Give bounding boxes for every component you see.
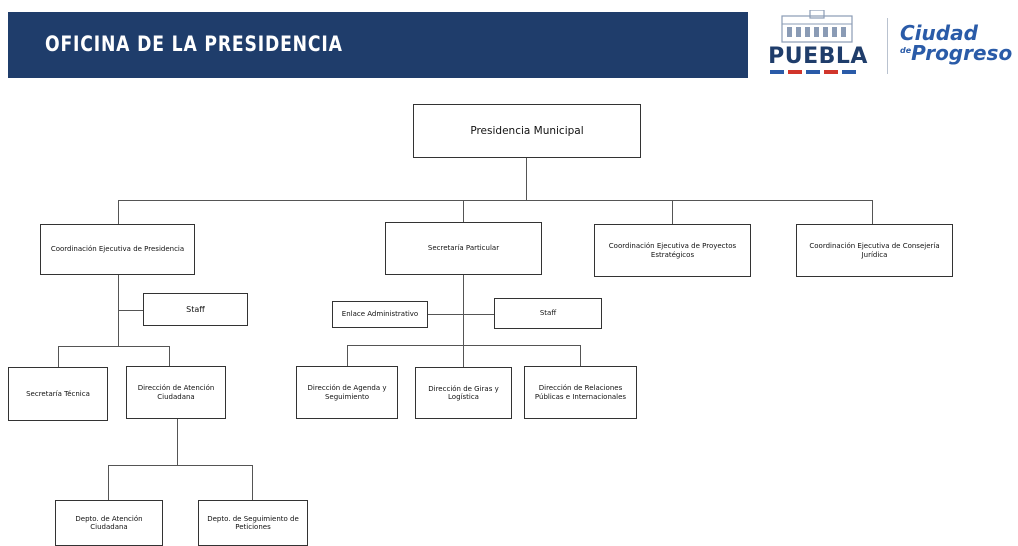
connector <box>252 465 253 500</box>
node-label: Staff <box>539 309 557 318</box>
node-label: Depto. de Seguimiento de Peticiones <box>207 514 299 531</box>
city-hall-icon <box>770 10 856 74</box>
connector <box>428 314 494 315</box>
connector <box>347 345 581 346</box>
slogan-line-2: deProgreso <box>900 41 1013 65</box>
node-label: Dirección de Relaciones Públicas e Inter… <box>534 384 627 401</box>
slogan: Ciudad deProgreso <box>900 21 1013 65</box>
slogan-line-1: Ciudad <box>900 21 978 45</box>
connector <box>108 465 109 500</box>
node-relaciones-publicas: Dirección de Relaciones Públicas e Inter… <box>524 366 637 419</box>
node-enlace-administrativo: Enlace Administrativo <box>332 301 428 328</box>
node-staff-coordinacion: Staff <box>143 293 248 326</box>
connector <box>108 465 253 466</box>
node-label: Dirección de Atención Ciudadana <box>137 384 215 401</box>
connector <box>118 310 143 311</box>
node-staff-secretaria: Staff <box>494 298 602 329</box>
node-presidencia-municipal: Presidencia Municipal <box>413 104 641 158</box>
puebla-logo: PUEBLA <box>762 10 872 80</box>
connector <box>118 200 119 224</box>
connector <box>463 200 464 222</box>
node-label: Depto. de Atención Ciudadana <box>75 514 143 531</box>
connector <box>872 200 873 224</box>
node-giras-logistica: Dirección de Giras y Logística <box>415 367 512 419</box>
node-label: Dirección de Agenda y Seguimiento <box>307 384 387 401</box>
node-label: Coordinación Ejecutiva de Presidencia <box>50 245 185 254</box>
node-agenda-seguimiento: Dirección de Agenda y Seguimiento <box>296 366 398 419</box>
node-label: Staff <box>186 304 205 314</box>
connector <box>580 345 581 366</box>
node-consejeria-juridica: Coordinación Ejecutiva de Consejería Jur… <box>796 224 953 277</box>
connector <box>463 275 464 345</box>
node-label: Presidencia Municipal <box>470 124 584 137</box>
node-label: Secretaría Particular <box>427 244 500 253</box>
connector <box>58 346 170 347</box>
node-proyectos-estrategicos: Coordinación Ejecutiva de Proyectos Estr… <box>594 224 751 277</box>
header-banner: OFICINA DE LA PRESIDENCIA <box>8 12 748 78</box>
node-depto-atencion: Depto. de Atención Ciudadana <box>55 500 163 546</box>
slogan-word: Progreso <box>911 41 1013 65</box>
connector <box>177 419 178 465</box>
connector <box>463 345 464 367</box>
logo-divider <box>887 18 888 74</box>
connector <box>169 346 170 366</box>
connector <box>526 158 527 201</box>
slogan-prefix: de <box>900 46 912 55</box>
node-label: Enlace Administrativo <box>341 310 419 319</box>
connector <box>58 346 59 367</box>
node-secretaria-particular: Secretaría Particular <box>385 222 542 275</box>
node-atencion-ciudadana: Dirección de Atención Ciudadana <box>126 366 226 419</box>
node-label: Secretaría Técnica <box>26 389 90 398</box>
node-label: Coordinación Ejecutiva de Proyectos Estr… <box>608 242 737 259</box>
node-coordinacion-presidencia: Coordinación Ejecutiva de Presidencia <box>40 224 195 275</box>
page-title: OFICINA DE LA PRESIDENCIA <box>45 32 343 56</box>
connector <box>118 200 873 201</box>
connector <box>672 200 673 224</box>
node-label: Dirección de Giras y Logística <box>428 384 499 401</box>
node-label: Coordinación Ejecutiva de Consejería Jur… <box>809 242 940 259</box>
connector <box>347 345 348 366</box>
logo-text: PUEBLA <box>768 44 868 69</box>
node-secretaria-tecnica: Secretaría Técnica <box>8 367 108 421</box>
node-depto-seguimiento: Depto. de Seguimiento de Peticiones <box>198 500 308 546</box>
